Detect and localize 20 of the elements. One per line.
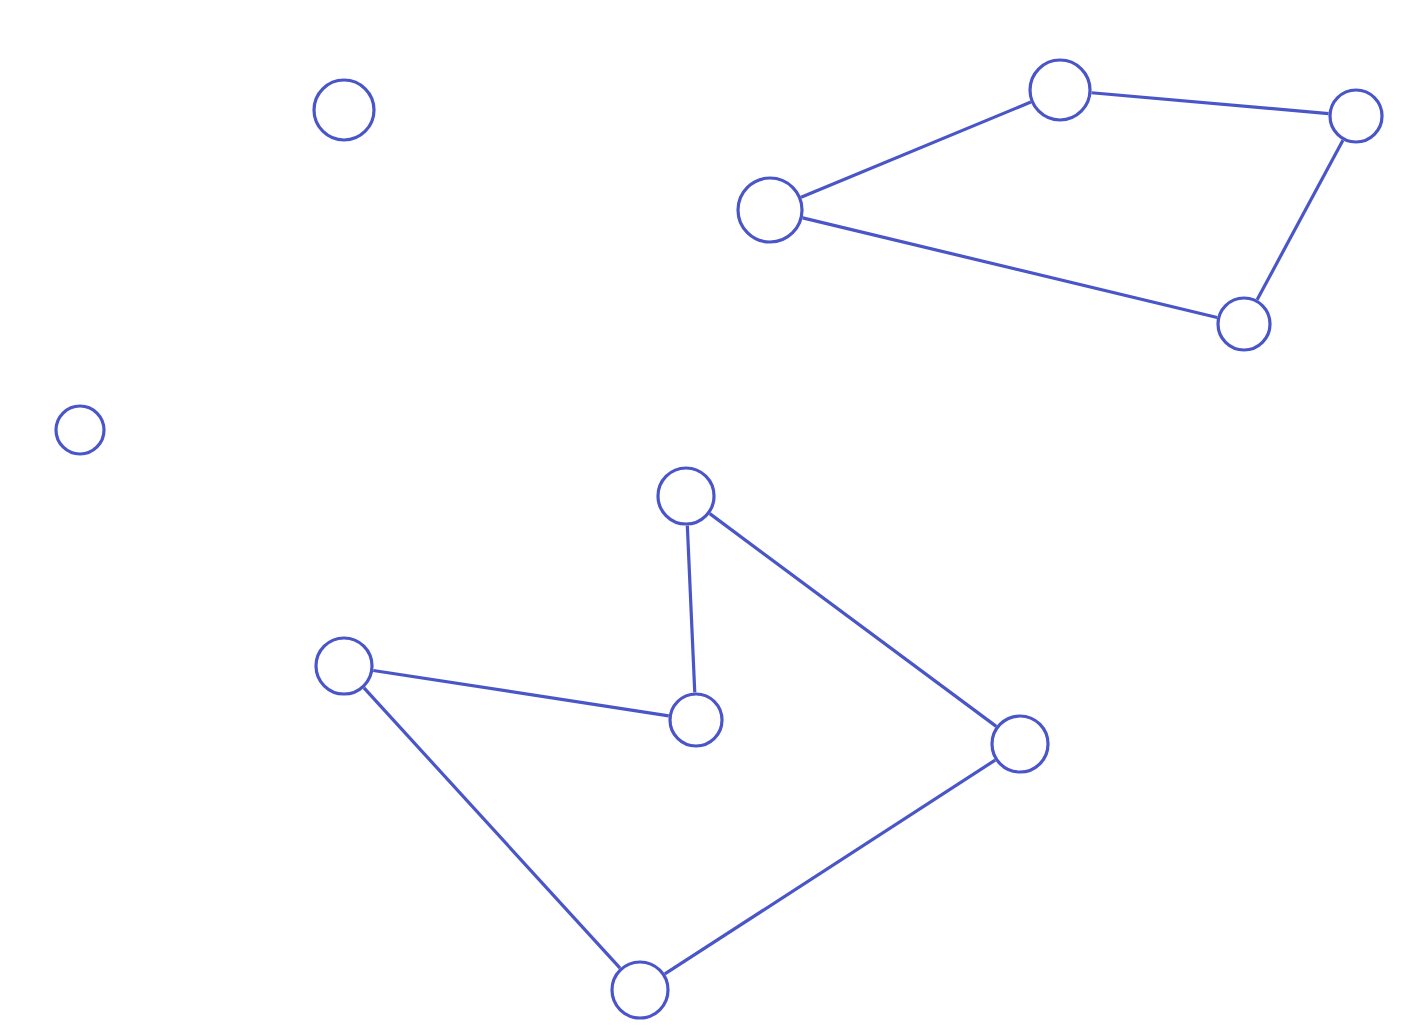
connecting-line: [373, 668, 669, 718]
connecting-line: [708, 512, 998, 728]
circle-node: [736, 176, 804, 244]
circle-node: [610, 960, 670, 1020]
connecting-line: [802, 216, 1218, 320]
connecting-line: [1255, 139, 1345, 301]
circle-node: [990, 714, 1050, 774]
circle-node: [1328, 88, 1384, 144]
circle-node: [1028, 58, 1092, 122]
circle-node: [656, 466, 716, 526]
connecting-line: [685, 525, 697, 693]
circle-node: [314, 636, 374, 696]
circle-node: [668, 692, 724, 748]
connecting-line: [1091, 91, 1329, 116]
circle-node: [1216, 296, 1272, 352]
circle-node: [312, 78, 376, 142]
circle-node: [54, 404, 106, 456]
connecting-line: [800, 100, 1032, 199]
connecting-line: [664, 758, 997, 976]
connecting-line: [362, 686, 622, 970]
